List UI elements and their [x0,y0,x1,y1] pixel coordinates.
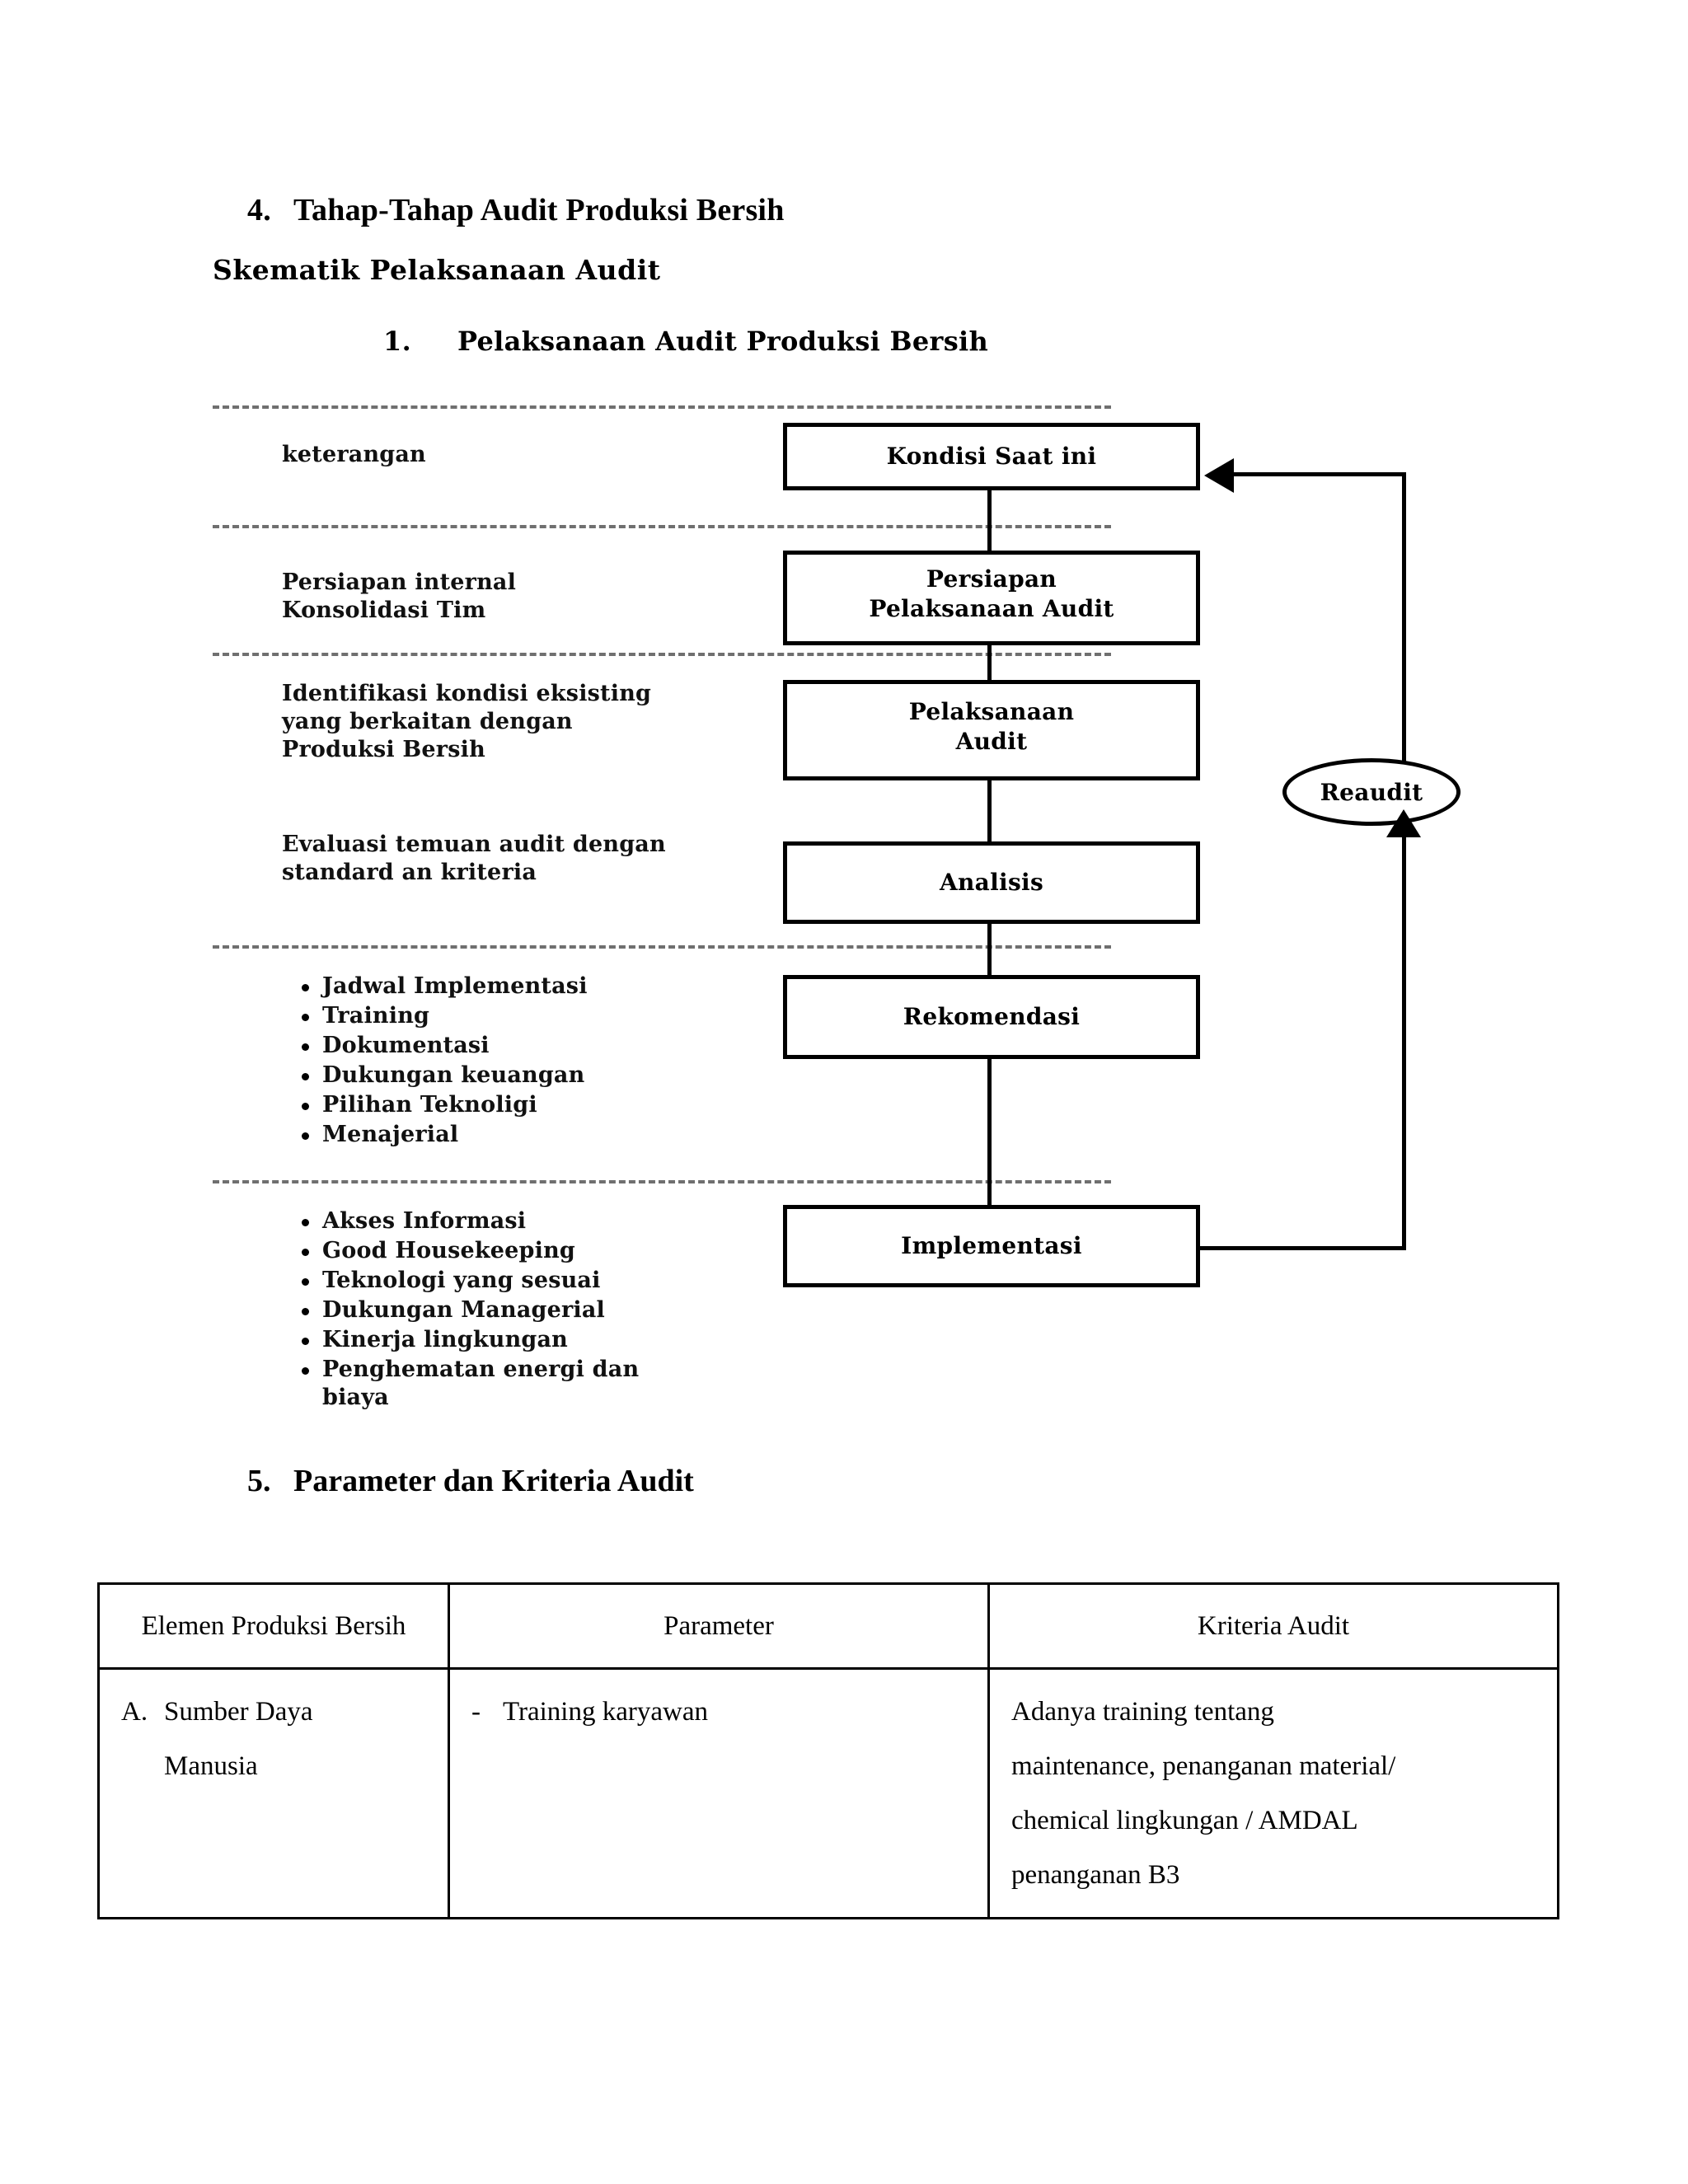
note-line: Evaluasi temuan audit dengan [282,832,666,857]
audit-flow-diagram: keterangan Persiapan internal Konsolidas… [213,405,1461,1413]
section-5-heading: 5. Parameter dan Kriteria Audit [247,1463,694,1499]
section-4-heading: 4. Tahap-Tahap Audit Produksi Bersih [247,192,785,228]
feedback-wire-reaudit-vertical [1402,472,1406,762]
feedback-wire-implementasi-vertical [1402,828,1406,1250]
note-line: Identifikasi kondisi eksisting [282,681,652,706]
parameter-text: Training karyawan [503,1697,708,1727]
diagram-note: Evaluasi temuan audit dengan standard an… [282,831,666,887]
connector-line [987,487,992,555]
flow-box-analisis: Analisis [783,841,1200,924]
list-item: Training [295,1002,588,1030]
flow-box-rekomendasi: Rekomendasi [783,975,1200,1059]
bullet-list-implementasi: Akses Informasi Good Housekeeping Teknol… [295,1207,682,1413]
note-line: Produksi Bersih [282,737,485,762]
skematik-label: Skematik Pelaksanaan Audit [213,254,661,286]
note-line: yang berkaitan dengan [282,709,573,734]
list-item: Pilihan Teknoligi [295,1091,588,1119]
element-line-2: Manusia [164,1751,258,1781]
list-item: Akses Informasi [295,1207,682,1235]
arrow-left-icon [1204,458,1234,493]
section-5-title: Parameter dan Kriteria Audit [293,1464,694,1498]
reaudit-label: Reaudit [1320,778,1423,806]
section-4-number: 4. [247,193,271,227]
list-item: Penghematan energi dan biaya [295,1356,682,1412]
flow-box-label: Analisis [939,869,1044,896]
bullet-list-rekomendasi: Jadwal Implementasi Training Dokumentasi… [295,972,588,1151]
flow-box-kondisi-saat-ini: Kondisi Saat ini [783,423,1200,490]
list-item: Menajerial [295,1121,588,1149]
flow-box-pelaksanaan-audit: Pelaksanaan Audit [783,680,1200,780]
band-separator [213,525,1111,528]
parameter-kriteria-table: Elemen Produksi Bersih Parameter Kriteri… [97,1582,1559,1919]
section-4-title: Tahap-Tahap Audit Produksi Bersih [293,193,785,227]
column-header-parameter: Parameter [448,1582,990,1670]
list-item: Dukungan Managerial [295,1296,682,1324]
cell-elemen: A. Sumber Daya Manusia [97,1667,450,1919]
flow-box-label: Implementasi [901,1232,1082,1259]
note-line: Konsolidasi Tim [282,598,486,623]
list-item: Kinerja lingkungan [295,1326,682,1354]
element-line-1: Sumber Daya [164,1697,313,1727]
diagram-note: keterangan [282,441,426,469]
flow-box-persiapan-pelaksanaan-audit: Persiapan Pelaksanaan Audit [783,551,1200,645]
list-item: Teknologi yang sesuai [295,1267,682,1295]
band-separator [213,405,1111,409]
connector-line [987,1056,992,1208]
cell-kriteria: Adanya training tentang maintenance, pen… [987,1667,1559,1919]
flow-box-label: Kondisi Saat ini [886,443,1097,470]
list-item: Dokumentasi [295,1032,588,1060]
diagram-note: Persiapan internal Konsolidasi Tim [282,569,516,625]
list-item: Good Housekeeping [295,1237,682,1265]
column-header-elemen: Elemen Produksi Bersih [97,1582,450,1670]
feedback-wire-implementasi-horizontal [1200,1246,1406,1250]
table-header-row: Elemen Produksi Bersih Parameter Kriteri… [97,1582,1559,1670]
sub-item-1-number: 1. [383,326,412,357]
sub-item-1-title: Pelaksanaan Audit Produksi Bersih [457,326,989,357]
criteria-line: chemical lingkungan / AMDAL [1011,1806,1358,1835]
flow-node-reaudit: Reaudit [1282,758,1461,826]
connector-line [987,642,992,683]
table-row: A. Sumber Daya Manusia -Training karyawan… [97,1667,1559,1919]
list-item: Jadwal Implementasi [295,972,588,1001]
sub-item-1-heading: 1. Pelaksanaan Audit Produksi Bersih [383,326,988,357]
flow-box-label: Rekomendasi [903,1003,1081,1030]
connector-line [987,777,992,845]
note-line: keterangan [282,442,426,467]
parameter-marker: - [471,1697,481,1727]
band-separator [213,1180,1111,1183]
flow-box-label: Pelaksanaan Audit [908,698,1075,755]
criteria-line: Adanya training tentang [1011,1697,1274,1727]
diagram-note: Identifikasi kondisi eksisting yang berk… [282,680,651,764]
feedback-wire-reaudit-horizontal [1233,472,1406,476]
criteria-line: penanganan B3 [1011,1860,1180,1890]
criteria-line: maintenance, penanganan material/ [1011,1751,1396,1781]
flow-box-implementasi: Implementasi [783,1205,1200,1287]
element-index: A. [121,1697,148,1727]
band-separator [213,653,1111,656]
band-separator [213,945,1111,949]
list-item: Dukungan keuangan [295,1062,588,1090]
cell-parameter: -Training karyawan [448,1667,990,1919]
note-line: standard an kriteria [282,860,537,885]
connector-line [987,921,992,978]
arrow-up-icon [1386,809,1421,837]
flow-box-label: Persiapan Pelaksanaan Audit [869,565,1114,622]
column-header-kriteria: Kriteria Audit [987,1582,1559,1670]
note-line: Persiapan internal [282,569,517,595]
section-5-number: 5. [247,1464,271,1498]
